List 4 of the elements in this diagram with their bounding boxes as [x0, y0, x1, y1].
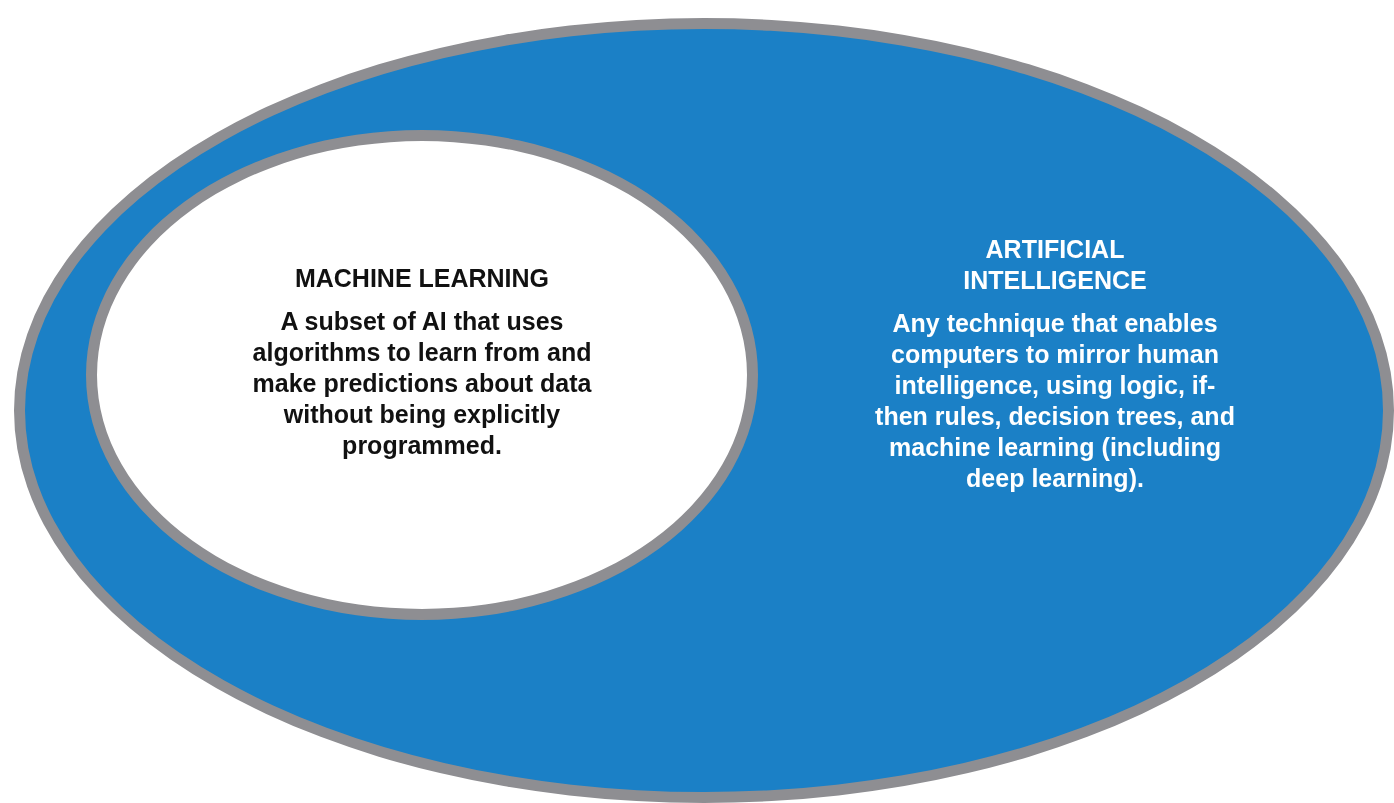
set-description: A subset of AI that uses algorithms to learn from and make predictions about data without being explicitly programmed. — [251, 306, 593, 461]
set-heading: MACHINE LEARNING — [293, 263, 551, 294]
set-heading: ARTIFICIAL INTELLIGENCE — [962, 234, 1148, 296]
set-description: Any technique that enables computers to mirror human intelligence, using logic, if-then rules, decision trees, and machine learning (including deep learning). — [874, 308, 1236, 494]
